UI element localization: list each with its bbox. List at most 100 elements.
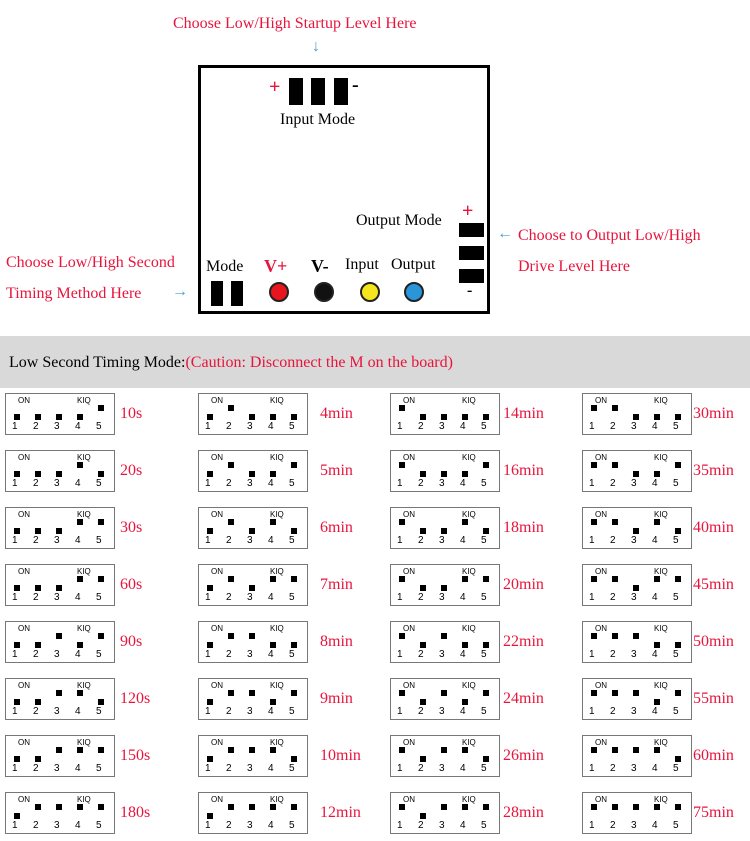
switch-on-label: ON: [595, 795, 607, 804]
right-arrow-icon: →: [172, 283, 188, 300]
output-mode-pad-3: [459, 269, 484, 283]
switch-key-4: [462, 414, 468, 420]
switch-number: 4: [75, 763, 81, 774]
switch-key-1: [207, 699, 213, 705]
switch-key-2: [420, 813, 426, 819]
second-timing-annotation-line2: Timing Method Here: [6, 285, 142, 302]
switch-key-5: [483, 756, 489, 762]
switch-number: 2: [418, 478, 424, 489]
switch-key-4: [654, 471, 660, 477]
switch-key-5: [483, 690, 489, 696]
switch-key-2: [420, 528, 426, 534]
switch-number: 5: [289, 478, 295, 489]
switch-number: 2: [610, 592, 616, 603]
switch-number: 4: [652, 535, 658, 546]
switch-number: 3: [631, 478, 637, 489]
switch-number: 5: [289, 763, 295, 774]
timing-label: 50min: [693, 633, 734, 650]
switch-kiq-label: KIQ: [77, 681, 91, 690]
switch-key-2: [420, 642, 426, 648]
switch-kiq-label: KIQ: [77, 567, 91, 576]
switch-key-2: [35, 471, 41, 477]
switch-number: 2: [226, 649, 232, 660]
switch-key-4: [462, 642, 468, 648]
switch-kiq-label: KIQ: [77, 624, 91, 633]
switch-number: 4: [268, 649, 274, 660]
switch-key-2: [612, 576, 618, 582]
switch-key-1: [14, 528, 20, 534]
switch-number: 5: [96, 592, 102, 603]
switch-key-4: [77, 576, 83, 582]
switch-number: 5: [96, 706, 102, 717]
switch-number: 2: [226, 535, 232, 546]
switch-key-1: [14, 414, 20, 420]
switch-on-label: ON: [18, 453, 30, 462]
switch-key-4: [654, 642, 660, 648]
switch-key-2: [420, 756, 426, 762]
switch-kiq-label: KIQ: [462, 453, 476, 462]
switch-on-label: ON: [211, 453, 223, 462]
switch-key-3: [441, 690, 447, 696]
switch-key-1: [591, 633, 597, 639]
switch-on-label: ON: [403, 738, 415, 747]
input-mode-pad-2: [311, 78, 325, 105]
switch-key-3: [249, 528, 255, 534]
switch-key-5: [675, 528, 681, 534]
switch-key-1: [591, 690, 597, 696]
switch-key-3: [633, 471, 639, 477]
switch-number: 5: [673, 706, 679, 717]
switch-number: 3: [631, 763, 637, 774]
switch-kiq-label: KIQ: [77, 453, 91, 462]
switch-key-4: [462, 699, 468, 705]
switch-number: 4: [460, 649, 466, 660]
switch-number: 4: [460, 820, 466, 831]
switch-key-5: [291, 576, 297, 582]
switch-key-3: [441, 747, 447, 753]
switch-number: 1: [12, 649, 18, 660]
mode-pad-1: [211, 281, 223, 306]
switch-number: 1: [589, 763, 595, 774]
switch-number: 4: [268, 535, 274, 546]
output-annotation-line1: Choose to Output Low/High: [518, 227, 701, 244]
switch-kiq-label: KIQ: [462, 738, 476, 747]
vplus-label: V+: [264, 256, 288, 276]
switch-key-3: [249, 804, 255, 810]
switch-key-1: [399, 576, 405, 582]
switch-number: 1: [205, 421, 211, 432]
switch-number: 2: [418, 706, 424, 717]
switch-key-2: [35, 414, 41, 420]
switch-number: 4: [652, 820, 658, 831]
switch-key-5: [291, 462, 297, 468]
switch-number: 3: [247, 592, 253, 603]
switch-number: 4: [268, 592, 274, 603]
switch-number: 2: [226, 763, 232, 774]
switch-key-4: [77, 642, 83, 648]
switch-number: 4: [460, 421, 466, 432]
switch-number: 2: [418, 592, 424, 603]
switch-kiq-label: KIQ: [270, 624, 284, 633]
timing-label: 16min: [503, 462, 544, 479]
switch-key-4: [77, 747, 83, 753]
switch-key-2: [228, 690, 234, 696]
switch-number: 2: [418, 535, 424, 546]
switch-number: 4: [652, 763, 658, 774]
switch-on-label: ON: [403, 510, 415, 519]
switch-number: 5: [481, 535, 487, 546]
switch-key-2: [612, 519, 618, 525]
timing-label: 75min: [693, 804, 734, 821]
switch-on-label: ON: [211, 681, 223, 690]
switch-number: 3: [247, 820, 253, 831]
switch-number: 2: [610, 535, 616, 546]
timing-label: 60s: [120, 576, 143, 593]
vminus-terminal: [314, 282, 334, 302]
switch-on-label: ON: [18, 567, 30, 576]
mode-pad-2: [231, 281, 243, 306]
switch-key-5: [98, 519, 104, 525]
switch-number: 3: [54, 535, 60, 546]
switch-key-5: [98, 471, 104, 477]
switch-key-5: [675, 576, 681, 582]
switch-key-4: [654, 519, 660, 525]
switch-key-5: [291, 756, 297, 762]
